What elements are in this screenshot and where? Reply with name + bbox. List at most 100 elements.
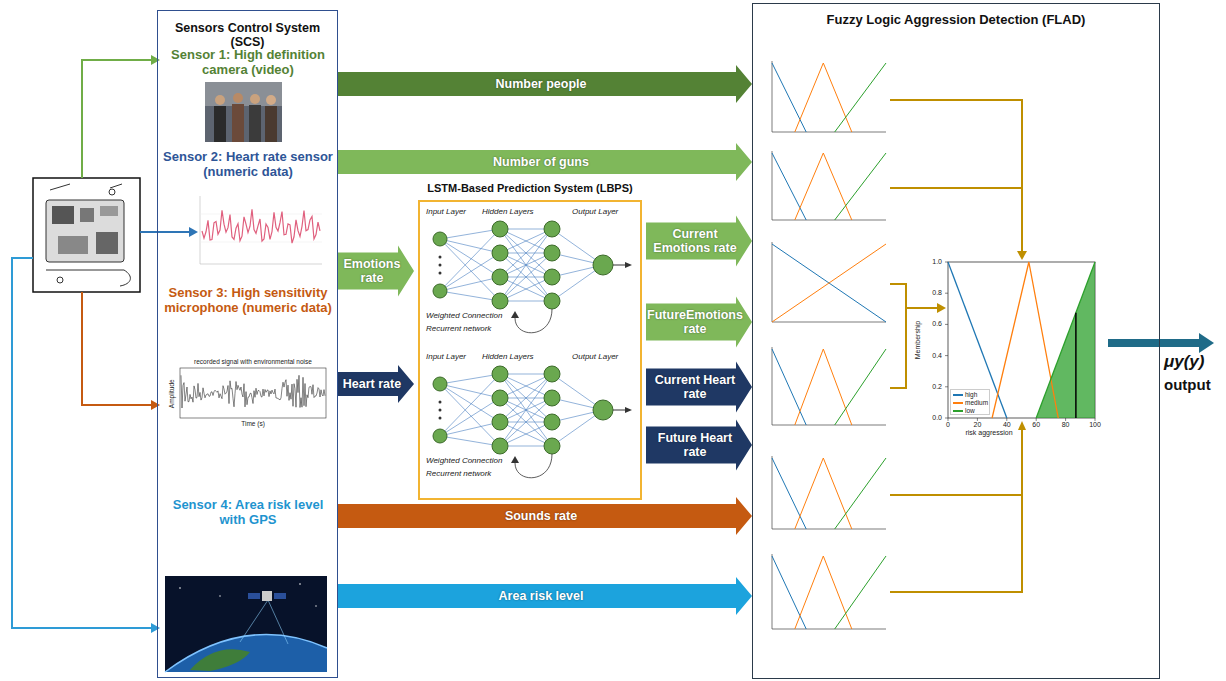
sensor-wire bbox=[140, 231, 190, 233]
output-label: output bbox=[1164, 376, 1224, 393]
hidden-neuron bbox=[492, 221, 508, 237]
input-neuron bbox=[433, 232, 447, 246]
controller-board bbox=[109, 189, 115, 195]
layer-label: Output Layer bbox=[572, 352, 632, 361]
axis-title: risk aggression bbox=[960, 429, 1018, 437]
earth-image bbox=[240, 600, 288, 644]
heart-rate-plot bbox=[200, 196, 322, 264]
output-symbol: μy(y) bbox=[1164, 352, 1224, 372]
arrow-label: Heart rate bbox=[343, 377, 401, 391]
membership-chart bbox=[772, 347, 886, 425]
weight-line bbox=[440, 374, 500, 384]
weight-line bbox=[440, 239, 500, 253]
legend-swatch bbox=[953, 402, 963, 404]
camera-photo bbox=[205, 82, 282, 106]
membership-line bbox=[772, 458, 806, 529]
membership-line bbox=[772, 556, 806, 629]
low-line bbox=[1036, 262, 1095, 418]
tick bbox=[945, 293, 948, 294]
weight-line bbox=[500, 229, 552, 301]
hidden-neuron bbox=[492, 438, 508, 454]
flow-arrow bbox=[646, 420, 752, 471]
hidden-neuron bbox=[544, 438, 560, 454]
recurrent-loop bbox=[515, 309, 552, 333]
weight-line bbox=[440, 229, 500, 239]
membership-chart bbox=[772, 242, 886, 322]
controller-board bbox=[80, 208, 94, 222]
controller-board bbox=[100, 206, 118, 216]
weight-line bbox=[500, 374, 552, 446]
controller-board bbox=[46, 200, 124, 262]
earth-image bbox=[165, 635, 327, 673]
legend-swatch bbox=[953, 394, 963, 396]
camera-photo bbox=[266, 95, 276, 105]
tick-label: 60 bbox=[1026, 421, 1046, 429]
chart-axes bbox=[772, 554, 886, 629]
earth-image bbox=[219, 595, 220, 596]
axis-title: Membership bbox=[914, 315, 922, 365]
input-neuron bbox=[433, 377, 447, 391]
weight-line bbox=[500, 229, 552, 253]
membership-line bbox=[772, 349, 806, 425]
medium-line bbox=[992, 262, 1058, 418]
hidden-neuron bbox=[544, 269, 560, 285]
tick bbox=[945, 262, 948, 263]
tick bbox=[945, 355, 948, 356]
weight-line bbox=[440, 239, 500, 277]
membership-chart bbox=[772, 61, 886, 132]
tick bbox=[977, 418, 978, 421]
note-label: Weighted Connection bbox=[426, 456, 510, 465]
sensor-wire bbox=[12, 55, 198, 633]
output-arrow bbox=[1199, 333, 1214, 353]
membership-line bbox=[772, 244, 886, 322]
membership-line bbox=[772, 63, 806, 132]
lbps-frame bbox=[418, 200, 642, 500]
earth-image bbox=[315, 605, 316, 606]
membership-line bbox=[795, 349, 852, 425]
sensor-label: Sensor 3: High sensitivity microphone (n… bbox=[163, 286, 333, 316]
output-head bbox=[625, 407, 632, 413]
sound-plot bbox=[180, 368, 326, 418]
membership-chart bbox=[772, 151, 886, 220]
hidden-neuron bbox=[492, 269, 508, 285]
tick bbox=[945, 386, 948, 387]
panel-title: LSTM-Based Prediction System (LBPS) bbox=[414, 182, 646, 194]
ellipsis-dot bbox=[439, 409, 442, 412]
hidden-neuron bbox=[492, 293, 508, 309]
low-area bbox=[1036, 262, 1095, 418]
weight-line bbox=[440, 229, 500, 291]
flow-arrow bbox=[646, 297, 752, 348]
layer-label: Hidden Layers bbox=[482, 207, 544, 216]
weight-line bbox=[440, 436, 500, 446]
weight-line bbox=[500, 374, 552, 398]
layer-label: Input Layer bbox=[426, 352, 482, 361]
weight-line bbox=[440, 374, 500, 436]
weight-line bbox=[440, 384, 500, 446]
flow-arrow bbox=[646, 216, 752, 267]
legend-text: high bbox=[965, 391, 977, 398]
membership-chart bbox=[772, 456, 886, 529]
weight-line bbox=[500, 374, 552, 398]
hidden-neuron bbox=[544, 390, 560, 406]
arrow-label: FutureEmotions rate bbox=[647, 308, 743, 337]
membership-line bbox=[835, 349, 886, 425]
hidden-neuron bbox=[492, 245, 508, 261]
earth-image bbox=[190, 649, 250, 671]
camera-photo bbox=[214, 106, 226, 142]
earth-image bbox=[165, 576, 327, 672]
camera-photo bbox=[233, 93, 243, 103]
weight-line bbox=[440, 291, 500, 301]
camera-photo bbox=[250, 94, 260, 104]
membership-line bbox=[835, 153, 886, 220]
chart-axes bbox=[772, 347, 886, 425]
ellipsis-dot bbox=[439, 256, 442, 259]
arrow-label: Sounds rate bbox=[505, 509, 577, 523]
weight-line bbox=[500, 374, 552, 446]
layer-label: Input Layer bbox=[426, 207, 482, 216]
ellipsis-dot bbox=[439, 417, 442, 420]
tick-label: 1.0 bbox=[922, 258, 942, 266]
membership-line bbox=[835, 63, 886, 132]
flow-arrow bbox=[646, 362, 752, 413]
